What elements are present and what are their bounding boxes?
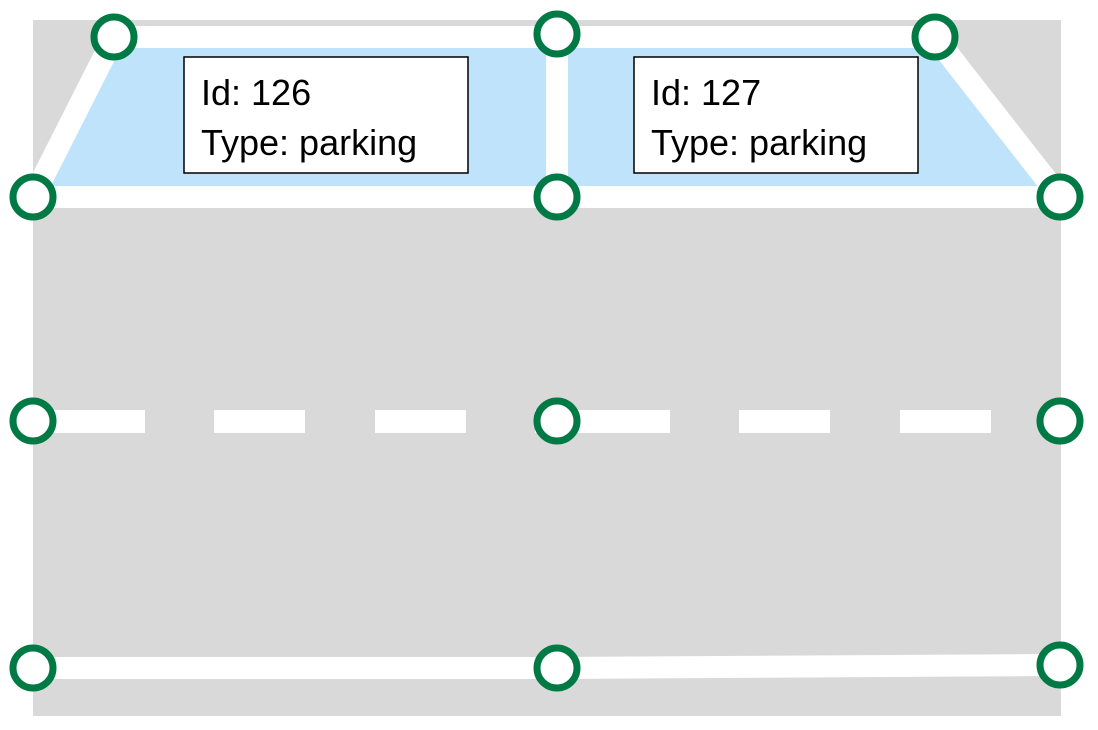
map-node[interactable] xyxy=(533,644,581,692)
parking-id-label: Id: 127 xyxy=(651,72,761,113)
lane-dash xyxy=(375,410,466,433)
lane-dash xyxy=(214,410,305,433)
lane-dash xyxy=(739,410,830,433)
parking-id-label: Id: 126 xyxy=(201,72,311,113)
lane-dash xyxy=(33,410,145,433)
lane-dash xyxy=(900,410,991,433)
map-node[interactable] xyxy=(1036,641,1084,689)
map-node[interactable] xyxy=(9,644,57,692)
map-node[interactable] xyxy=(533,10,581,58)
map-node[interactable] xyxy=(1036,397,1084,445)
label-box xyxy=(183,56,469,174)
parking-type-label: Type: parking xyxy=(651,122,867,163)
map-node[interactable] xyxy=(533,173,581,221)
label-box xyxy=(633,56,919,174)
parking-label-127: Id: 127 Type: parking xyxy=(633,56,919,174)
parking-left-edge xyxy=(23,32,124,202)
parking-label-126: Id: 126 Type: parking xyxy=(183,56,469,174)
map-node[interactable] xyxy=(9,173,57,221)
map-node[interactable] xyxy=(911,13,959,61)
parking-type-label: Type: parking xyxy=(201,122,417,163)
map-node[interactable] xyxy=(9,397,57,445)
parking-right-edge xyxy=(926,30,1069,204)
map-nodes xyxy=(9,10,1084,692)
map-node[interactable] xyxy=(533,397,581,445)
map-node[interactable] xyxy=(90,13,138,61)
center-dashed-line xyxy=(33,410,991,433)
map-node[interactable] xyxy=(1036,173,1084,221)
